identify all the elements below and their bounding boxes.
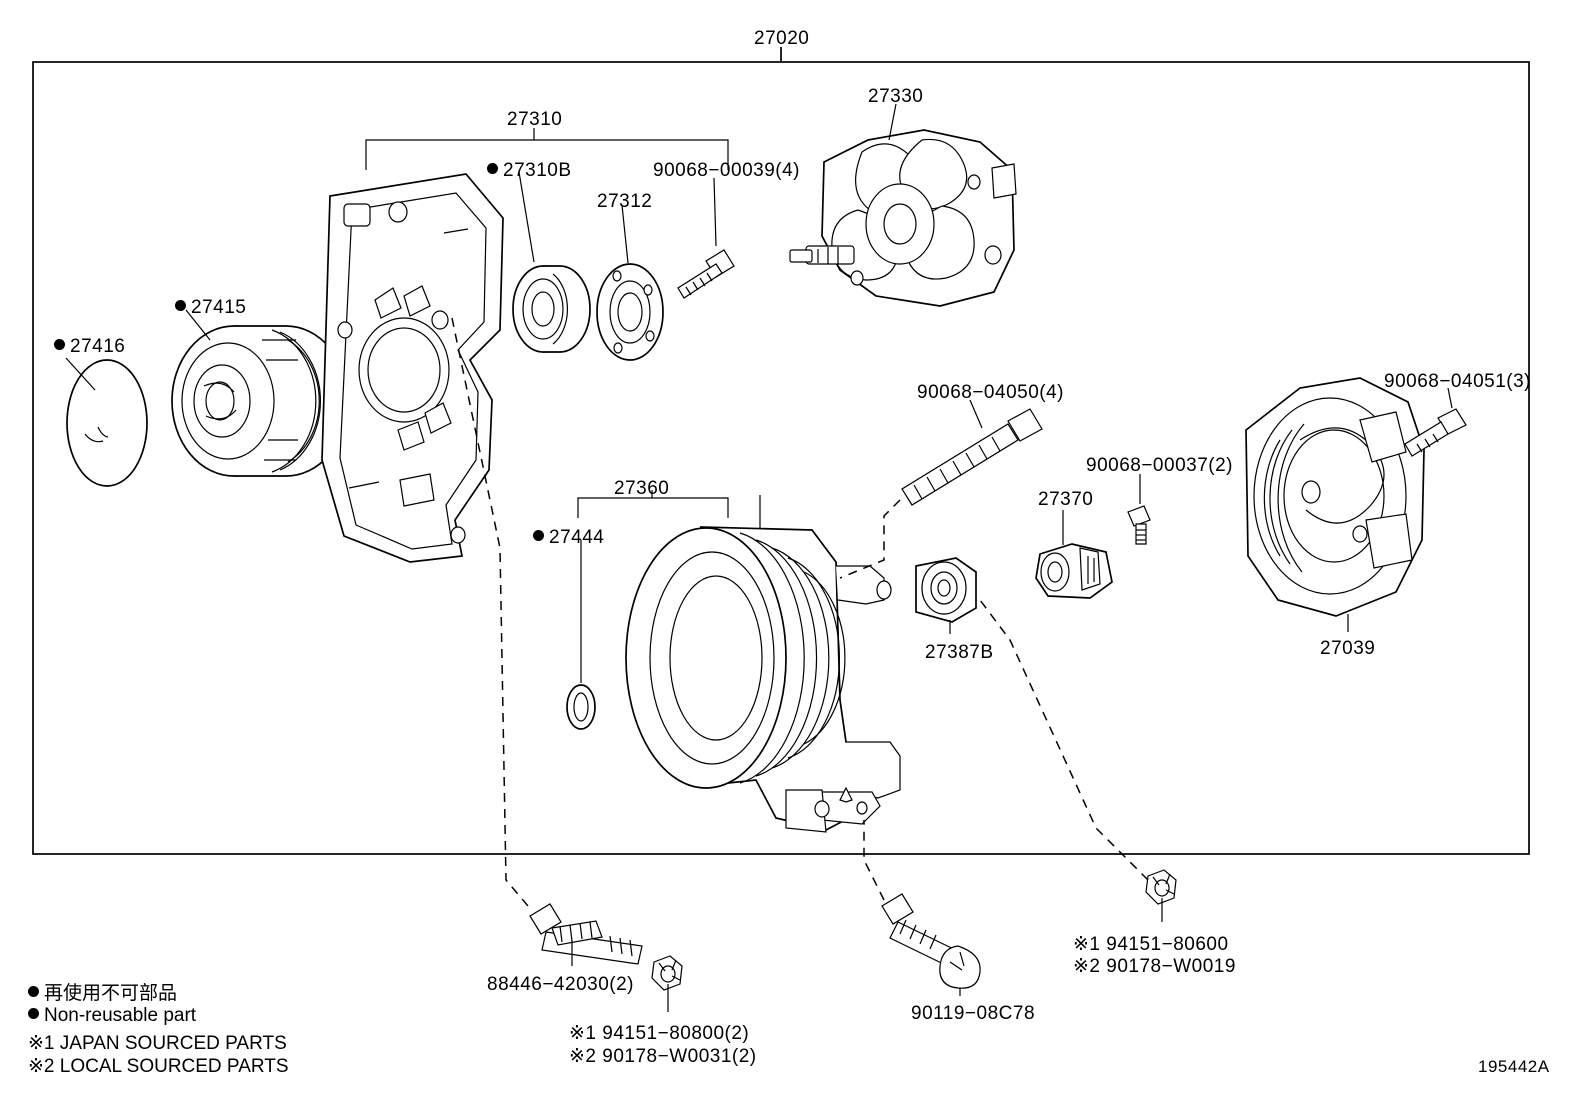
label-27370: 27370 xyxy=(1038,489,1094,510)
non-reusable-dot-icon xyxy=(533,530,544,542)
label-90068-04050: 90068−04050(4) xyxy=(917,382,1064,403)
label-27312: 27312 xyxy=(597,191,653,212)
part-90068-00039 xyxy=(677,177,735,299)
part-27444 xyxy=(566,540,596,730)
label-27415: 27415 xyxy=(175,297,246,319)
part-88446-42030 xyxy=(529,903,643,966)
part-27330 xyxy=(789,103,1017,307)
part-90119-08c78 xyxy=(863,820,981,996)
part-94151-80600 xyxy=(979,599,1177,922)
part-27416 xyxy=(65,357,148,487)
label-27310b: 27310B xyxy=(487,160,572,182)
part-27039 xyxy=(1245,377,1425,632)
label-27310: 27310 xyxy=(507,109,563,130)
part-94151-80800 xyxy=(651,955,683,1012)
part-27310 xyxy=(321,173,504,563)
label-90178-w0031: ※2 90178−W0031(2) xyxy=(569,1046,757,1067)
figure-code: 195442A xyxy=(1478,1057,1550,1076)
label-27039: 27039 xyxy=(1320,638,1376,659)
legend-local-sourced: ※2 LOCAL SOURCED PARTS xyxy=(28,1056,289,1077)
non-reusable-dot-icon xyxy=(28,1008,39,1020)
part-27310b xyxy=(512,171,591,353)
legend-non-reusable-jp: 再使用不可部品 xyxy=(28,978,177,1005)
label-90119-08c78: 90119−08C78 xyxy=(911,1003,1036,1024)
part-27360 xyxy=(625,495,901,833)
label-90068-00037: 90068−00037(2) xyxy=(1086,455,1233,476)
label-94151-80800: ※1 94151−80800(2) xyxy=(569,1023,750,1044)
label-27020: 27020 xyxy=(754,28,810,49)
label-27330: 27330 xyxy=(868,86,924,107)
part-27312 xyxy=(596,204,664,361)
part-27387b xyxy=(915,557,977,634)
part-90068-04050 xyxy=(839,399,1043,579)
label-90068-04051: 90068−04051(3) xyxy=(1384,371,1531,392)
label-88446-42030: 88446−42030(2) xyxy=(487,974,634,995)
non-reusable-dot-icon xyxy=(28,986,39,998)
part-27415 xyxy=(171,309,349,477)
part-90068-00037 xyxy=(1127,474,1151,545)
label-27444: 27444 xyxy=(533,527,604,549)
part-90068-04051 xyxy=(1404,387,1467,457)
non-reusable-dot-icon xyxy=(487,163,498,175)
label-94151-80600: ※1 94151−80600 xyxy=(1073,934,1229,955)
label-90068-00039: 90068−00039(4) xyxy=(653,160,800,181)
label-27360: 27360 xyxy=(614,478,670,499)
legend-japan-sourced: ※1 JAPAN SOURCED PARTS xyxy=(28,1033,287,1054)
legend-non-reusable-en: Non-reusable part xyxy=(28,1005,196,1027)
leader-27310-dashed xyxy=(451,317,529,907)
label-27387b: 27387B xyxy=(925,642,994,663)
non-reusable-dot-icon xyxy=(175,300,186,312)
label-27416: 27416 xyxy=(54,336,125,358)
non-reusable-dot-icon xyxy=(54,339,65,351)
leader-lines xyxy=(365,128,729,518)
part-27370 xyxy=(1035,510,1113,599)
label-90178-w0019: ※2 90178−W0019 xyxy=(1073,956,1236,977)
